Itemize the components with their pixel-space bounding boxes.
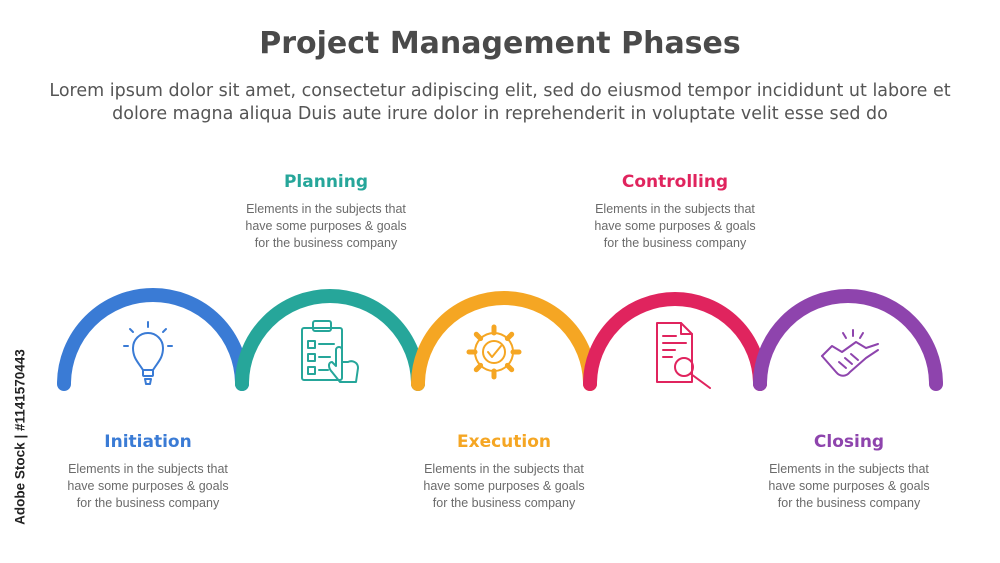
arc-initiation xyxy=(57,288,249,391)
watermark-text: Adobe Stock | #1141570443 xyxy=(12,349,28,525)
phase-description-execution: Elements in the subjects that have some … xyxy=(423,462,585,510)
gear-tooth xyxy=(504,331,515,342)
arc-planning xyxy=(235,289,425,391)
document-magnifier-icon xyxy=(656,322,711,389)
phase-description-closing: Elements in the subjects that have some … xyxy=(768,462,930,510)
gear-check-icon xyxy=(466,324,522,380)
phase-label-controlling: Controlling xyxy=(621,172,729,192)
phase-label-initiation: Initiation xyxy=(104,432,192,452)
arc-controlling xyxy=(583,292,767,391)
gear-tooth xyxy=(473,331,484,342)
phase-label-closing: Closing xyxy=(813,432,885,452)
gear-tooth xyxy=(473,362,484,373)
phase-description-planning: Elements in the subjects that have some … xyxy=(245,202,407,250)
lightbulb-icon xyxy=(123,321,173,385)
handshake-icon xyxy=(821,329,879,377)
arc-execution xyxy=(411,291,597,391)
arc-closing xyxy=(753,289,943,391)
clipboard-checklist-icon xyxy=(301,320,359,383)
page-subtitle: Lorem ipsum dolor sit amet, consectetur … xyxy=(49,81,951,124)
phase-label-execution: Execution xyxy=(456,432,552,452)
phase-description-controlling: Elements in the subjects that have some … xyxy=(594,202,756,250)
page-title: Project Management Phases xyxy=(259,26,741,61)
gear-tooth xyxy=(504,362,515,373)
phase-description-initiation: Elements in the subjects that have some … xyxy=(67,462,229,510)
phase-label-planning: Planning xyxy=(283,172,369,192)
stock-watermark: Adobe Stock | #1141570443 xyxy=(8,322,32,552)
